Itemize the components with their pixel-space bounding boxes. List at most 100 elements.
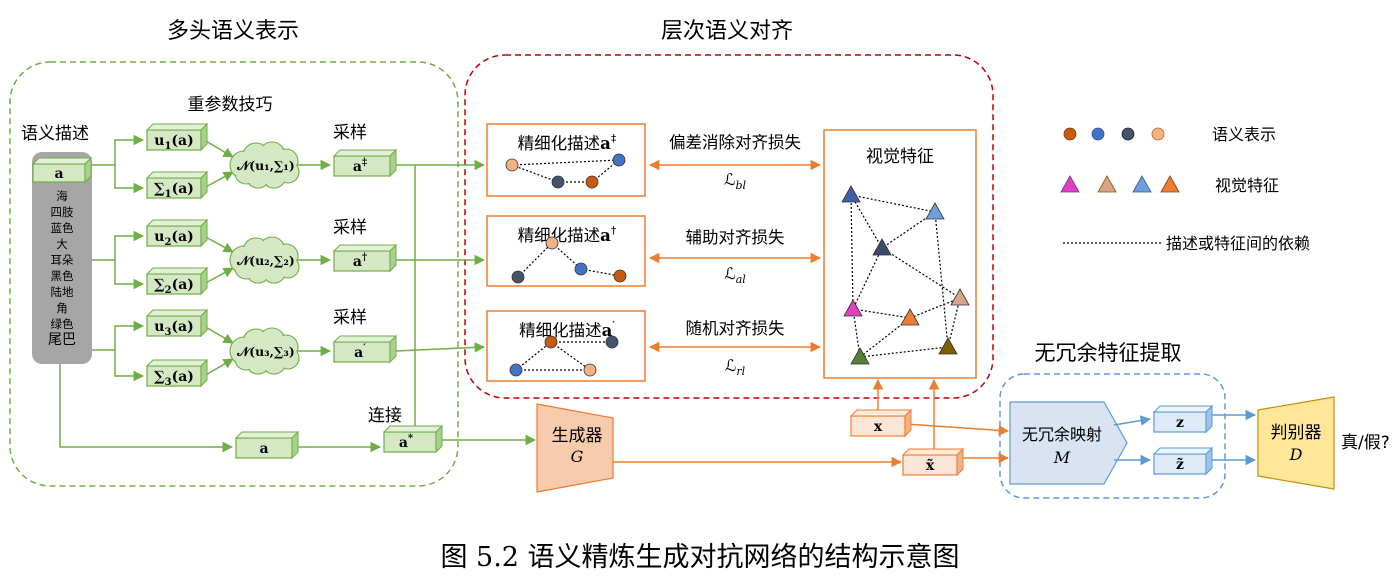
attribute-word: 大 [56,237,68,251]
visual-feature-graph [841,185,970,365]
svg-text:𝒩(u₁,∑₁): 𝒩(u₁,∑₁) [236,158,295,173]
attribute-word: 蓝色 [51,221,74,235]
loss-name-3: 随机对齐损失 [686,319,786,338]
legend-dot-peach [1151,127,1165,141]
loss-name-2: 辅助对齐损失 [686,228,786,247]
svg-text:z̃: z̃ [1176,456,1184,473]
multi-head-frame [9,61,459,487]
sigma-box-3: ∑3(a) [145,358,209,388]
bottom-a-box: a [234,430,300,460]
multi-head-title: 多头语义表示 [167,19,299,44]
svg-text:a‡: a‡ [353,157,367,175]
loss-symbol-3: ℒrl [725,356,746,378]
attribute-word: 尾巴 [48,332,76,348]
visual-triangle [900,308,920,326]
svg-text:u3(a): u3(a) [154,319,193,338]
attribute-word: 四肢 [51,205,74,219]
svg-text:精细化描述a†: 精细化描述a† [518,224,617,245]
mapping-symbol: M [1053,448,1071,467]
legend-dot-navy [1121,127,1135,141]
semantic-desc-label: 语义描述 [21,124,89,144]
visual-features-box [823,129,977,379]
semantic-dot [505,158,519,172]
legend-tri-blue [1132,175,1152,193]
svg-text:∑2(a): ∑2(a) [154,277,194,296]
legend-tri-magenta [1060,175,1080,193]
sampled-a-box-2: a† [332,243,398,273]
discriminator-shape [1257,396,1335,490]
hier-align-frame [464,54,994,399]
semantic-dot [509,363,523,377]
semantic-dot [574,262,588,276]
semantic-dot [585,175,599,189]
svg-text:a′: a′ [354,343,366,361]
semantic-dot [551,175,565,189]
semantic-dot [605,335,619,349]
svg-text:u1(a): u1(a) [154,133,193,152]
generator-shape [536,403,614,493]
svg-text:a†: a† [353,252,367,270]
svg-text:x: x [874,419,883,435]
visual-triangle [925,202,945,220]
refined-box-2: 精细化描述a† [486,215,646,287]
refined-descriptions: 精细化描述a‡ 精细化描述a† 精细化描述a′ [486,123,646,382]
visual-triangle [850,347,870,365]
visual-triangle [843,299,863,317]
attribute-word: 陆地 [51,285,74,299]
reparam-label: 重参数技巧 [188,95,273,115]
attribute-word: 黑色 [51,269,74,283]
attribute-word: 耳朵 [51,253,74,267]
svg-text:精细化描述a′: 精细化描述a′ [519,319,615,340]
real-fake-label: 真/假? [1341,433,1390,453]
sigma-box-1: ∑1(a) [145,170,209,200]
mapping-connectors [1113,409,1257,466]
mapping-label: 无冗余映射 [1022,425,1102,444]
hier-align-title: 层次语义对齐 [661,19,793,44]
svg-text:𝒩(u₃,∑₃): 𝒩(u₃,∑₃) [236,344,295,359]
attribute-word: 绿色 [51,317,74,331]
u-box-1: u1(a) [145,122,209,152]
legend-semantic-label: 语义表示 [1212,125,1276,144]
figure-caption: 图 5.2 语义精炼生成对抗网络的结构示意图 [440,542,959,573]
visual-triangle [938,337,958,355]
svg-text:∑3(a): ∑3(a) [154,369,194,388]
visual-triangle [841,185,861,203]
u-box-3: u3(a) [145,308,209,338]
sample-label-1: 采样 [333,123,367,143]
refined-box-3: 精细化描述a′ [486,310,646,382]
visual-triangle [950,288,970,306]
legend-dot-blue [1091,127,1105,141]
loss-symbol-2: ℒal [724,264,746,286]
u-box-2: u2(a) [145,218,209,248]
legend-tri-tan [1097,175,1117,193]
semantic-dot [583,363,597,377]
legend-dot-orange [1063,127,1077,141]
sample-label-3: 采样 [333,308,367,328]
svg-text:x̃: x̃ [926,457,935,474]
visual-triangle [872,238,892,256]
gaussian-cloud-1: 𝒩(u₁,∑₁) [229,141,300,189]
mapping-shape [1009,401,1128,485]
gaussian-cloud-2: 𝒩(u₂,∑₂) [229,236,300,284]
word-list-bar [32,152,92,364]
svg-text:a*: a* [399,433,414,451]
sigma-box-2: ∑2(a) [145,266,209,296]
loss-symbol-1: ℒbl [724,170,747,192]
a-star-box: a* [382,424,444,454]
nonredundant-title: 无冗余特征提取 [1035,341,1182,365]
semantic-dot [613,269,627,283]
nonredundant-frame [999,373,1226,499]
legend-tri-orange [1160,175,1180,193]
svg-text:u2(a): u2(a) [154,229,193,248]
visual-features-title: 视觉特征 [866,147,934,167]
x-tilde-box: x̃ [901,447,965,477]
bottom-connectors [613,159,1010,468]
left-connectors [59,134,537,453]
legend-dependency-label: 描述或特征间的依赖 [1166,234,1310,253]
refined-box-1: 精细化描述a‡ [486,123,646,197]
a-input-box: a [31,156,93,184]
generator-label: 生成器 [552,426,603,446]
sample-label-2: 采样 [333,218,367,238]
